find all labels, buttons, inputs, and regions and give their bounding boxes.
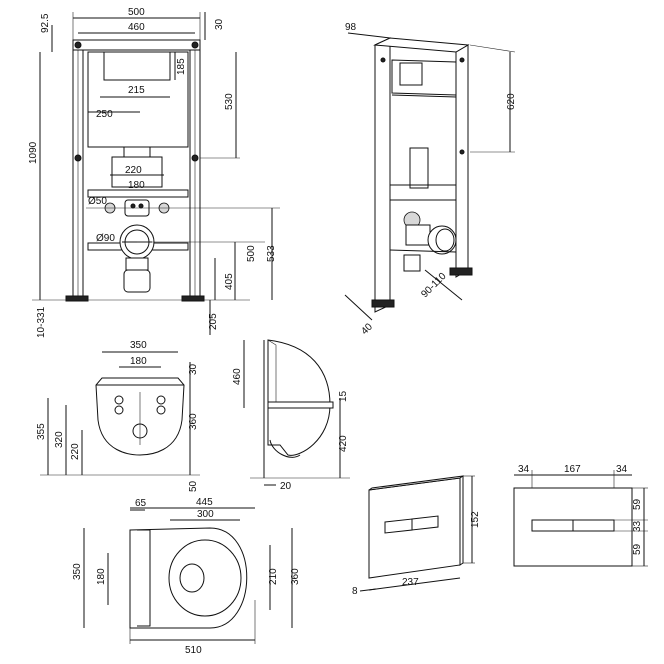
- dim-plate-height: 152: [470, 511, 481, 528]
- plate-iso-view: 152 237 8: [352, 475, 481, 597]
- dim-side-height: 460: [232, 368, 243, 385]
- dim-top-gap: 30: [214, 18, 225, 30]
- dim-plate-margin-left: 34: [518, 464, 530, 475]
- dim-top-inner-height: 180: [96, 568, 107, 585]
- drain-pipe: [123, 269, 151, 293]
- dim-pipe-small: Ø50: [88, 196, 107, 207]
- dim-top-back: 65: [135, 498, 147, 509]
- dim-top-width: 350: [72, 563, 83, 580]
- bowl-side-outline: [267, 339, 331, 456]
- seat-top: [168, 539, 242, 617]
- dim-plate-top: 59: [632, 498, 643, 510]
- dim-h-405: 405: [224, 273, 235, 290]
- dim-iso-foot: 40: [359, 321, 375, 337]
- iso-frame-view: 98 620 40 90-110: [344, 22, 517, 337]
- flush-opening: [103, 51, 171, 81]
- dim-bowl-h320: 320: [54, 431, 65, 448]
- dim-side-gap: 20: [280, 481, 292, 492]
- bowl-front-view: 350 180 30 355 320 220 360 50: [36, 340, 200, 492]
- iso-left-post: [374, 37, 391, 313]
- dim-tank-offset: 250: [96, 109, 113, 120]
- dim-plate-bottom: 59: [632, 543, 643, 555]
- button-left-front: [531, 519, 574, 532]
- dim-bolt-spacing: 220: [125, 165, 142, 176]
- tank-back: [137, 529, 151, 627]
- dim-inner-width: 460: [128, 22, 145, 33]
- dim-tank-height: 185: [176, 58, 187, 75]
- flush-button-left: [384, 518, 413, 534]
- dim-top-total: 510: [185, 645, 202, 656]
- dim-h-205: 205: [208, 313, 219, 330]
- dim-top-offset: 92.5: [40, 13, 51, 33]
- dim-tank-half: 215: [128, 85, 145, 96]
- dim-cistern-height: 530: [224, 93, 235, 110]
- dim-side-lower: 420: [338, 435, 349, 452]
- dim-bowl-h355: 355: [36, 423, 47, 440]
- dim-plate-middle: 33: [632, 520, 643, 532]
- dim-pipe-large: Ø90: [96, 233, 115, 244]
- dim-bowl-bottom: 50: [188, 480, 199, 492]
- button-right-front: [572, 519, 615, 532]
- dim-bowl-front-inner: 180: [130, 356, 147, 367]
- dim-top-length: 445: [196, 497, 213, 508]
- dim-iso-depth-top: 98: [345, 22, 357, 33]
- dim-pipe-spacing: 180: [128, 180, 145, 191]
- dim-foot-adjust: 10-331: [36, 306, 47, 338]
- front-frame-view: 500 460 92.5 30 1090 185 215 250 530 220…: [28, 7, 280, 338]
- dim-top-width: 500: [128, 7, 145, 18]
- iso-flush-pipe: [409, 147, 429, 189]
- dim-h-500: 500: [246, 245, 257, 262]
- dim-plate-center: 167: [564, 464, 581, 475]
- dim-top-inner: 300: [197, 509, 214, 520]
- bowl-top-view: 65 445 300 350 180 210 360 510: [72, 497, 301, 656]
- frame-top-rail: [72, 39, 201, 51]
- dim-h-533: 533: [266, 245, 277, 262]
- seat-side: [267, 401, 334, 409]
- dim-bowl-h360: 360: [188, 413, 199, 430]
- dim-plate-width: 237: [402, 577, 419, 588]
- dim-plate-depth: 8: [352, 586, 358, 597]
- dim-bowl-front-top: 30: [188, 363, 199, 375]
- dim-bowl-h220: 220: [70, 443, 81, 460]
- bowl-side-view: 460 15 420 20: [232, 339, 350, 492]
- iso-right-post: [455, 44, 469, 278]
- dim-plate-margin-right: 34: [616, 464, 628, 475]
- plate-front-view: 34 167 34 59 33 59: [513, 464, 648, 567]
- dim-bowl-front-width: 350: [130, 340, 147, 351]
- dim-top-outer: 360: [290, 568, 301, 585]
- dim-iso-height: 620: [506, 93, 517, 110]
- dim-side-thickness: 15: [338, 390, 349, 402]
- dim-total-height: 1090: [28, 141, 39, 164]
- flush-button-right: [411, 515, 439, 531]
- dim-top-seat: 210: [268, 568, 279, 585]
